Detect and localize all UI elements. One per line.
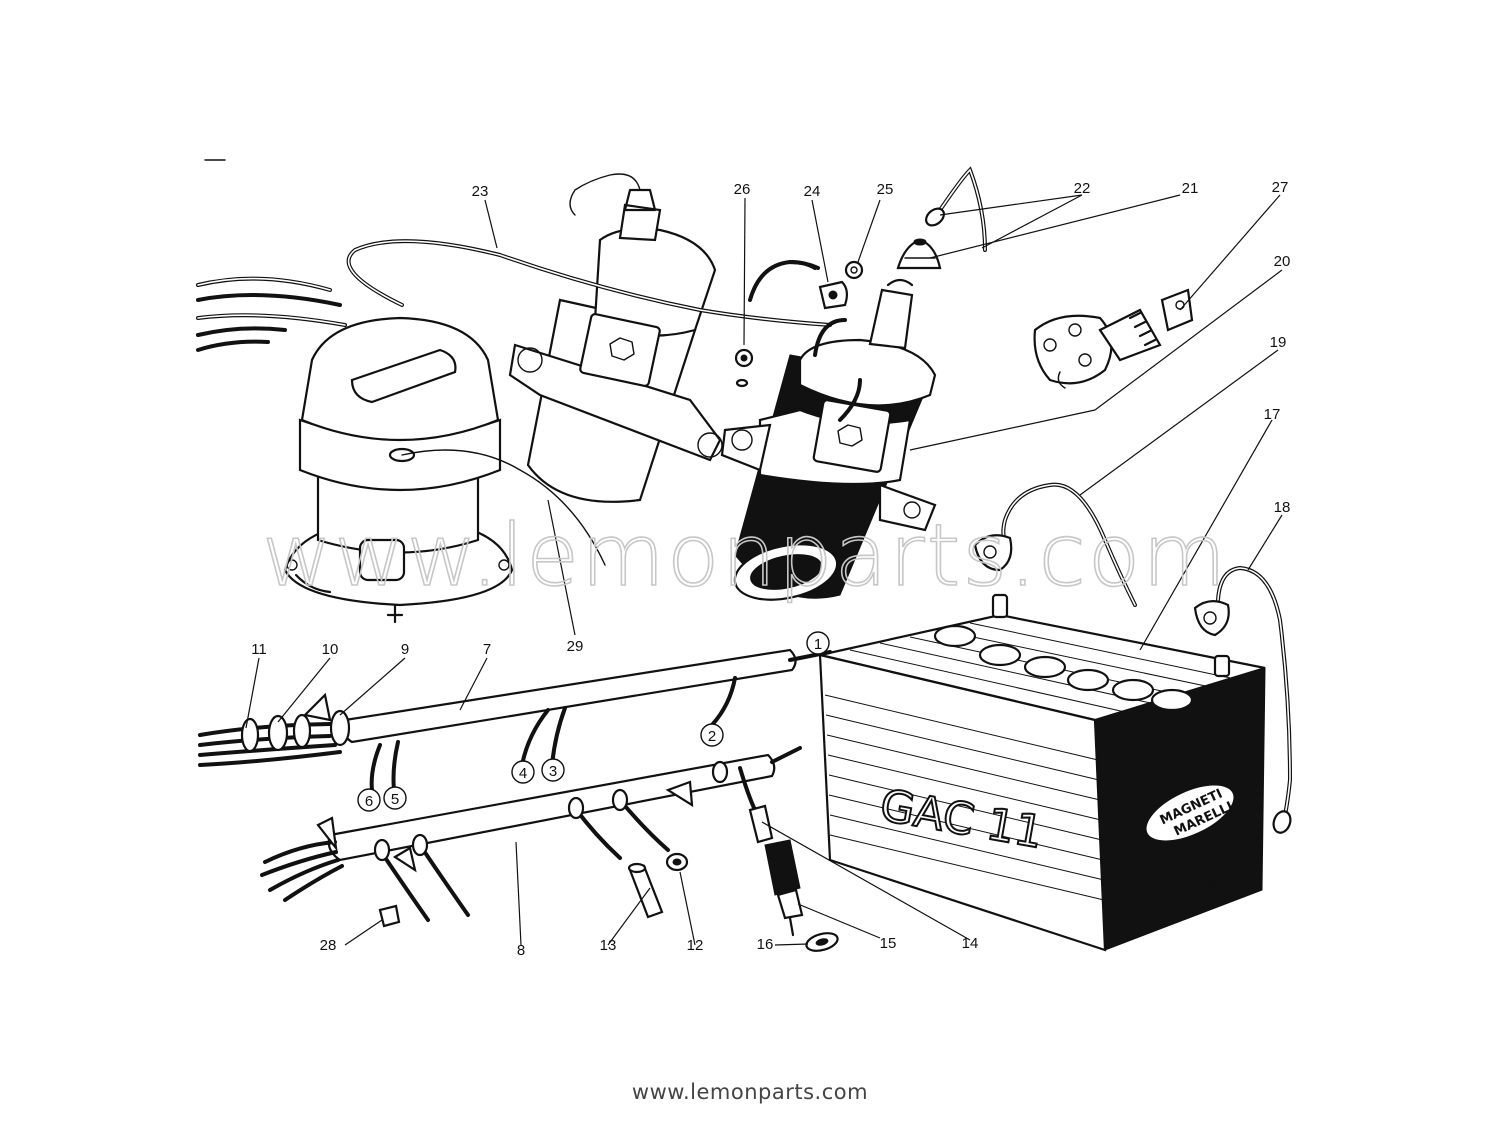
- loose-wire-ends: [196, 276, 347, 352]
- callout-19: 19: [1270, 334, 1287, 351]
- callout-5: 5: [391, 791, 399, 808]
- callout-numbers: 1 2 3 4 5 6 7 8 9 10 11 12 13 14 15 16 1…: [251, 179, 1290, 959]
- callout-8: 8: [517, 942, 525, 959]
- battery-cable-18: [1193, 565, 1293, 834]
- callout-2: 2: [708, 728, 716, 745]
- footer-url[interactable]: www.lemonparts.com: [631, 1080, 869, 1104]
- terminal-25: [788, 260, 864, 280]
- callout-3-circle: [541, 758, 565, 782]
- sleeve-28: [378, 904, 401, 928]
- leader-lines: [245, 194, 1283, 946]
- callout-16: 16: [757, 936, 774, 953]
- battery-cable-19: [973, 482, 1137, 607]
- callout-6-circle: [357, 788, 381, 812]
- callout-24: 24: [804, 183, 821, 200]
- callout-27: 27: [1272, 179, 1289, 196]
- callout-7: 7: [483, 641, 491, 658]
- callout-12: 12: [687, 937, 704, 954]
- battery-side-ribbing: [824, 694, 1105, 901]
- grommet-12: [665, 852, 689, 872]
- brand-emblem: [1144, 783, 1236, 843]
- wiring-harness-8: [260, 746, 802, 922]
- washer-16: [805, 932, 839, 952]
- callout-4-circle: [511, 760, 535, 784]
- callout-26: 26: [734, 181, 751, 198]
- spark-plug-15: [748, 804, 804, 937]
- callout-28: 28: [320, 937, 337, 954]
- callout-9: 9: [401, 641, 409, 658]
- callout-29: 29: [567, 638, 584, 655]
- wire-23: [346, 239, 832, 327]
- callout-23: 23: [472, 183, 489, 200]
- artist-signature: Lucy: [1194, 876, 1230, 892]
- fitting-26: [734, 348, 754, 388]
- callout-10: 10: [322, 641, 339, 658]
- callout-4: 4: [519, 765, 527, 782]
- callout-3: 3: [549, 763, 557, 780]
- distributor: [283, 316, 606, 624]
- ignition-coil-front: [720, 278, 937, 601]
- callout-18: 18: [1274, 499, 1291, 516]
- connector-24: [748, 259, 849, 310]
- callout-25: 25: [877, 181, 894, 198]
- callout-14: 14: [962, 935, 979, 952]
- callout-21: 21: [1182, 180, 1199, 197]
- cap-21: [896, 238, 942, 270]
- callout-1: 1: [814, 636, 822, 653]
- callout-13: 13: [600, 937, 617, 954]
- callout-6: 6: [365, 793, 373, 810]
- callout-22: 22: [1074, 180, 1091, 197]
- ignition-coil-rear: [508, 173, 723, 503]
- callout-11: 11: [251, 641, 267, 658]
- ht-lead-22: [925, 166, 987, 252]
- callout-5-circle: [383, 786, 407, 810]
- callout-17: 17: [1264, 406, 1281, 423]
- sleeve-13: [627, 862, 664, 919]
- callout-1-circle: [806, 631, 830, 655]
- switch-27: [1033, 288, 1194, 389]
- watermark-text: www.lemonparts.com: [262, 506, 1228, 606]
- battery-cell-caps: [933, 624, 1194, 712]
- callout-2-circle: [700, 723, 724, 747]
- battery: GAC 11 MAGNETI MARELLI: [818, 593, 1266, 952]
- callout-20: 20: [1274, 253, 1291, 270]
- callout-15: 15: [880, 935, 897, 952]
